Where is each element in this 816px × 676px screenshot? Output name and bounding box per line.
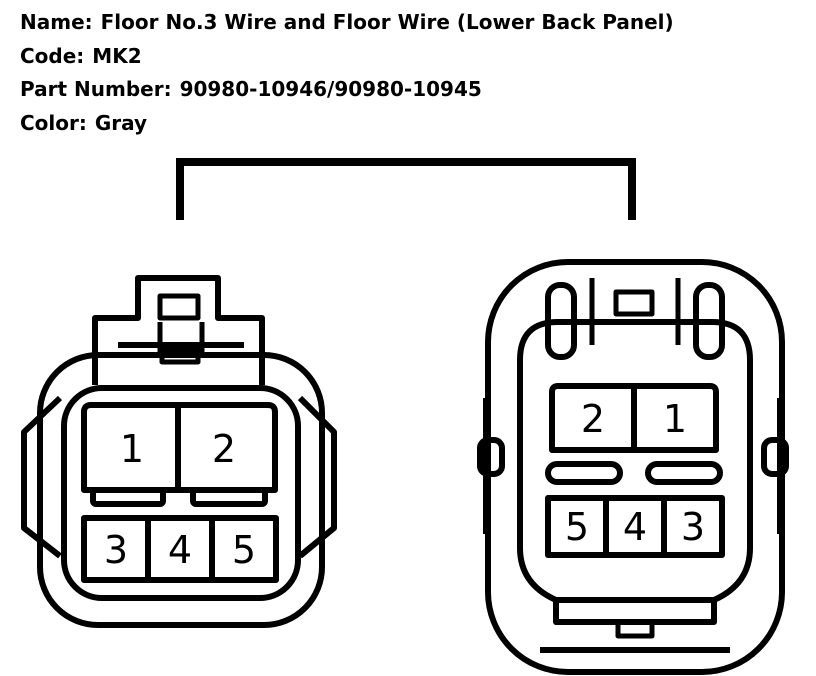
right-pin-label-4: 4 bbox=[623, 505, 647, 549]
left-connector-latch-window bbox=[157, 293, 201, 321]
name-line: Name: Floor No.3 Wire and Floor Wire (Low… bbox=[20, 6, 810, 40]
right-pin-label-1: 1 bbox=[663, 397, 687, 441]
color-line: Color: Gray bbox=[20, 107, 810, 141]
right-connector-lock bbox=[553, 600, 717, 625]
part-number-line: Part Number: 90980-10946/90980-10945 bbox=[20, 73, 810, 107]
right-pin-label-5: 5 bbox=[565, 505, 589, 549]
name-label: Name: bbox=[20, 10, 93, 34]
color-value: Gray bbox=[94, 110, 148, 135]
color-label: Color: bbox=[20, 110, 87, 135]
left-connector-ear-right bbox=[297, 395, 337, 559]
right-connector-latch-post-right bbox=[693, 282, 725, 360]
right-connector-latch-window bbox=[613, 289, 655, 317]
right-pin-cavity-1 bbox=[631, 383, 719, 453]
connector-info: Name: Floor No.3 Wire and Floor Wire (Low… bbox=[20, 6, 810, 140]
right-pin-label-2: 2 bbox=[581, 397, 605, 441]
connection-bracket bbox=[176, 158, 636, 220]
code-line: Code: MK2 bbox=[20, 40, 810, 74]
left-pin-cavity-2 bbox=[175, 402, 278, 493]
right-pin-cavity-3 bbox=[661, 495, 725, 558]
left-pin-cavity-5 bbox=[209, 515, 279, 583]
left-connector-housing bbox=[37, 352, 325, 628]
right-connector-tab-right bbox=[761, 437, 789, 477]
left-connector-latch bbox=[92, 275, 265, 385]
name-value: Floor No.3 Wire and Floor Wire (Lower Ba… bbox=[100, 10, 674, 34]
right-connector-key-right bbox=[645, 461, 723, 485]
right-connector-latch-post-left bbox=[545, 282, 577, 360]
left-connector bbox=[21, 275, 337, 628]
code-label: Code: bbox=[20, 43, 85, 68]
right-pin-label-3: 3 bbox=[681, 505, 705, 549]
left-pin-label-4: 4 bbox=[168, 528, 192, 572]
left-pin-label-3: 3 bbox=[104, 528, 128, 572]
part-number-value: 90980-10946/90980-10945 bbox=[179, 77, 482, 101]
left-connector-key-left bbox=[90, 487, 166, 507]
right-connector-housing bbox=[485, 259, 785, 675]
left-pin-label-2: 2 bbox=[212, 427, 236, 471]
right-connector-inner-housing bbox=[517, 319, 753, 603]
part-number-label: Part Number: bbox=[20, 77, 172, 101]
left-connector-key-right bbox=[190, 487, 268, 507]
left-pin-label-5: 5 bbox=[232, 528, 256, 572]
left-pin-label-1: 1 bbox=[120, 427, 144, 471]
left-connector-latch-slot bbox=[159, 347, 201, 365]
code-value: MK2 bbox=[92, 43, 142, 68]
left-connector-inner-housing bbox=[61, 385, 301, 601]
right-connector bbox=[477, 259, 789, 675]
right-connector-key-left bbox=[545, 461, 623, 485]
